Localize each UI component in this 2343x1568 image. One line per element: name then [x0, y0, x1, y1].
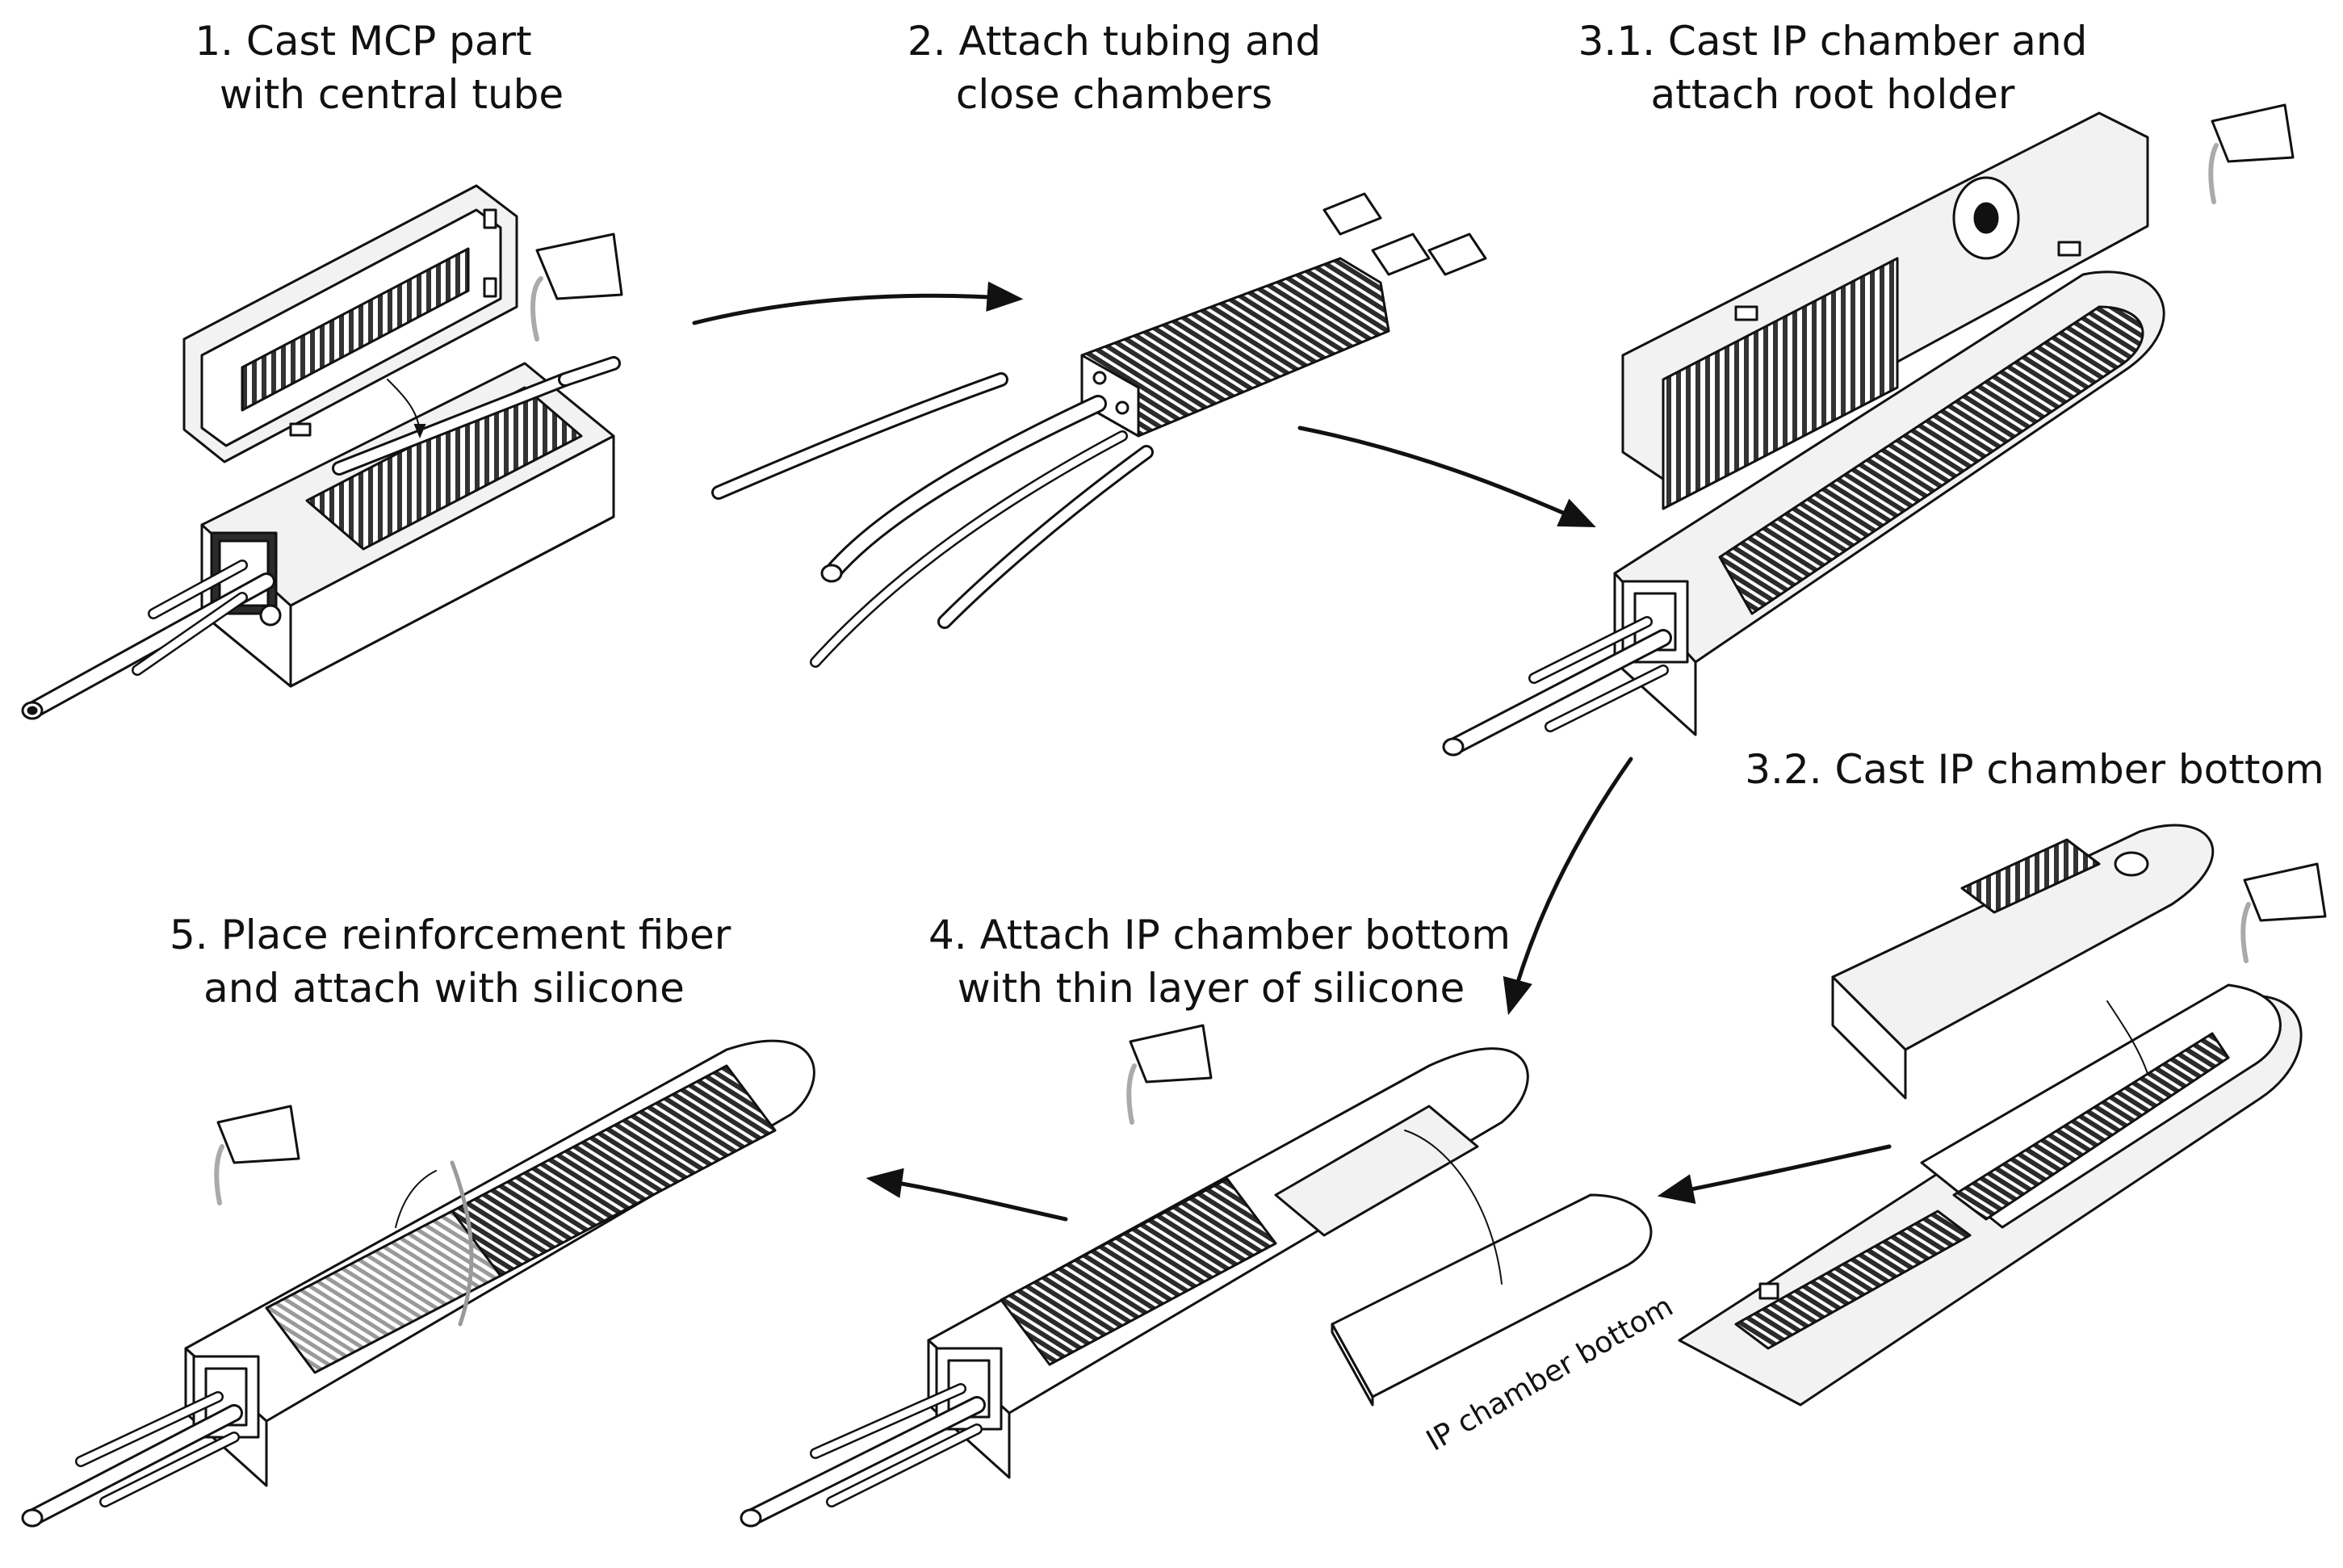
process-arrows [692, 281, 1892, 1222]
step1-label: 1. Cast MCP part with central tube [121, 15, 606, 121]
step5-line1: 5. Place reinforcement fiber [170, 912, 731, 958]
step2-line2: close chambers [955, 71, 1273, 118]
ip-tubing [1442, 616, 1672, 757]
tube-caps [1322, 192, 1487, 276]
pour-cup-icon [530, 233, 623, 342]
step31-label: 3.1. Cast IP chamber and attach root hol… [1534, 15, 2131, 121]
step4-label: 4. Attach IP chamber bottom with thin la… [928, 908, 1511, 1015]
step4-line1: 4. Attach IP chamber bottom [928, 912, 1511, 958]
step5-reinforcement-illustration [21, 1039, 815, 1528]
mcp-mold-lid [182, 184, 518, 463]
step32-ip-bottom-illustration [1678, 824, 2327, 1407]
step2-label: 2. Attach tubing and close chambers [888, 15, 1340, 121]
step31-line1: 3.1. Cast IP chamber and [1578, 18, 2088, 65]
mcp-central-tube [21, 356, 621, 720]
step32-label: 3.2. Cast IP chamber bottom [1736, 743, 2333, 796]
arrow-4-to-5 [866, 1168, 1068, 1222]
pour-cup-icon [214, 1105, 300, 1205]
step2-line1: 2. Attach tubing and [907, 18, 1322, 65]
step1-line1: 1. Cast MCP part [195, 18, 532, 65]
step4-line2: with thin layer of silicone [957, 965, 1465, 1012]
step31-line2: attach root holder [1650, 71, 2015, 118]
pour-cup-icon [1126, 1024, 1213, 1125]
arrow-1-to-2 [692, 281, 1024, 325]
ip-chamber-bottom-strip [1331, 1193, 1653, 1407]
step4-attach-bottom-illustration [740, 1024, 1653, 1528]
step5-line2: and attach with silicone [203, 965, 685, 1012]
pour-cup-icon [2208, 103, 2295, 204]
step31-ip-chamber-illustration [1442, 103, 2295, 757]
step5-label: 5. Place reinforcement fiber and attach … [170, 908, 731, 1015]
ip-bottom-lid [1831, 824, 2215, 1100]
reinforcement-fiber [450, 1160, 474, 1327]
step2-tubing-illustration [711, 192, 1487, 668]
arrow-32-to-4 [1657, 1144, 1892, 1205]
step1-line2: with central tube [219, 71, 564, 118]
arrow-31-to-4 [1503, 757, 1633, 1016]
ip-bottom-mold [1678, 983, 2303, 1407]
pour-cup-icon [2240, 862, 2327, 963]
loose-tubing [711, 372, 1154, 668]
arrow-2-to-31 [1297, 426, 1596, 528]
ip-mold-lid [1621, 111, 2149, 510]
step1-mcp-part-illustration [21, 184, 623, 720]
step32-line1: 3.2. Cast IP chamber bottom [1745, 746, 2324, 793]
ip-chamber-body [1613, 270, 2165, 736]
